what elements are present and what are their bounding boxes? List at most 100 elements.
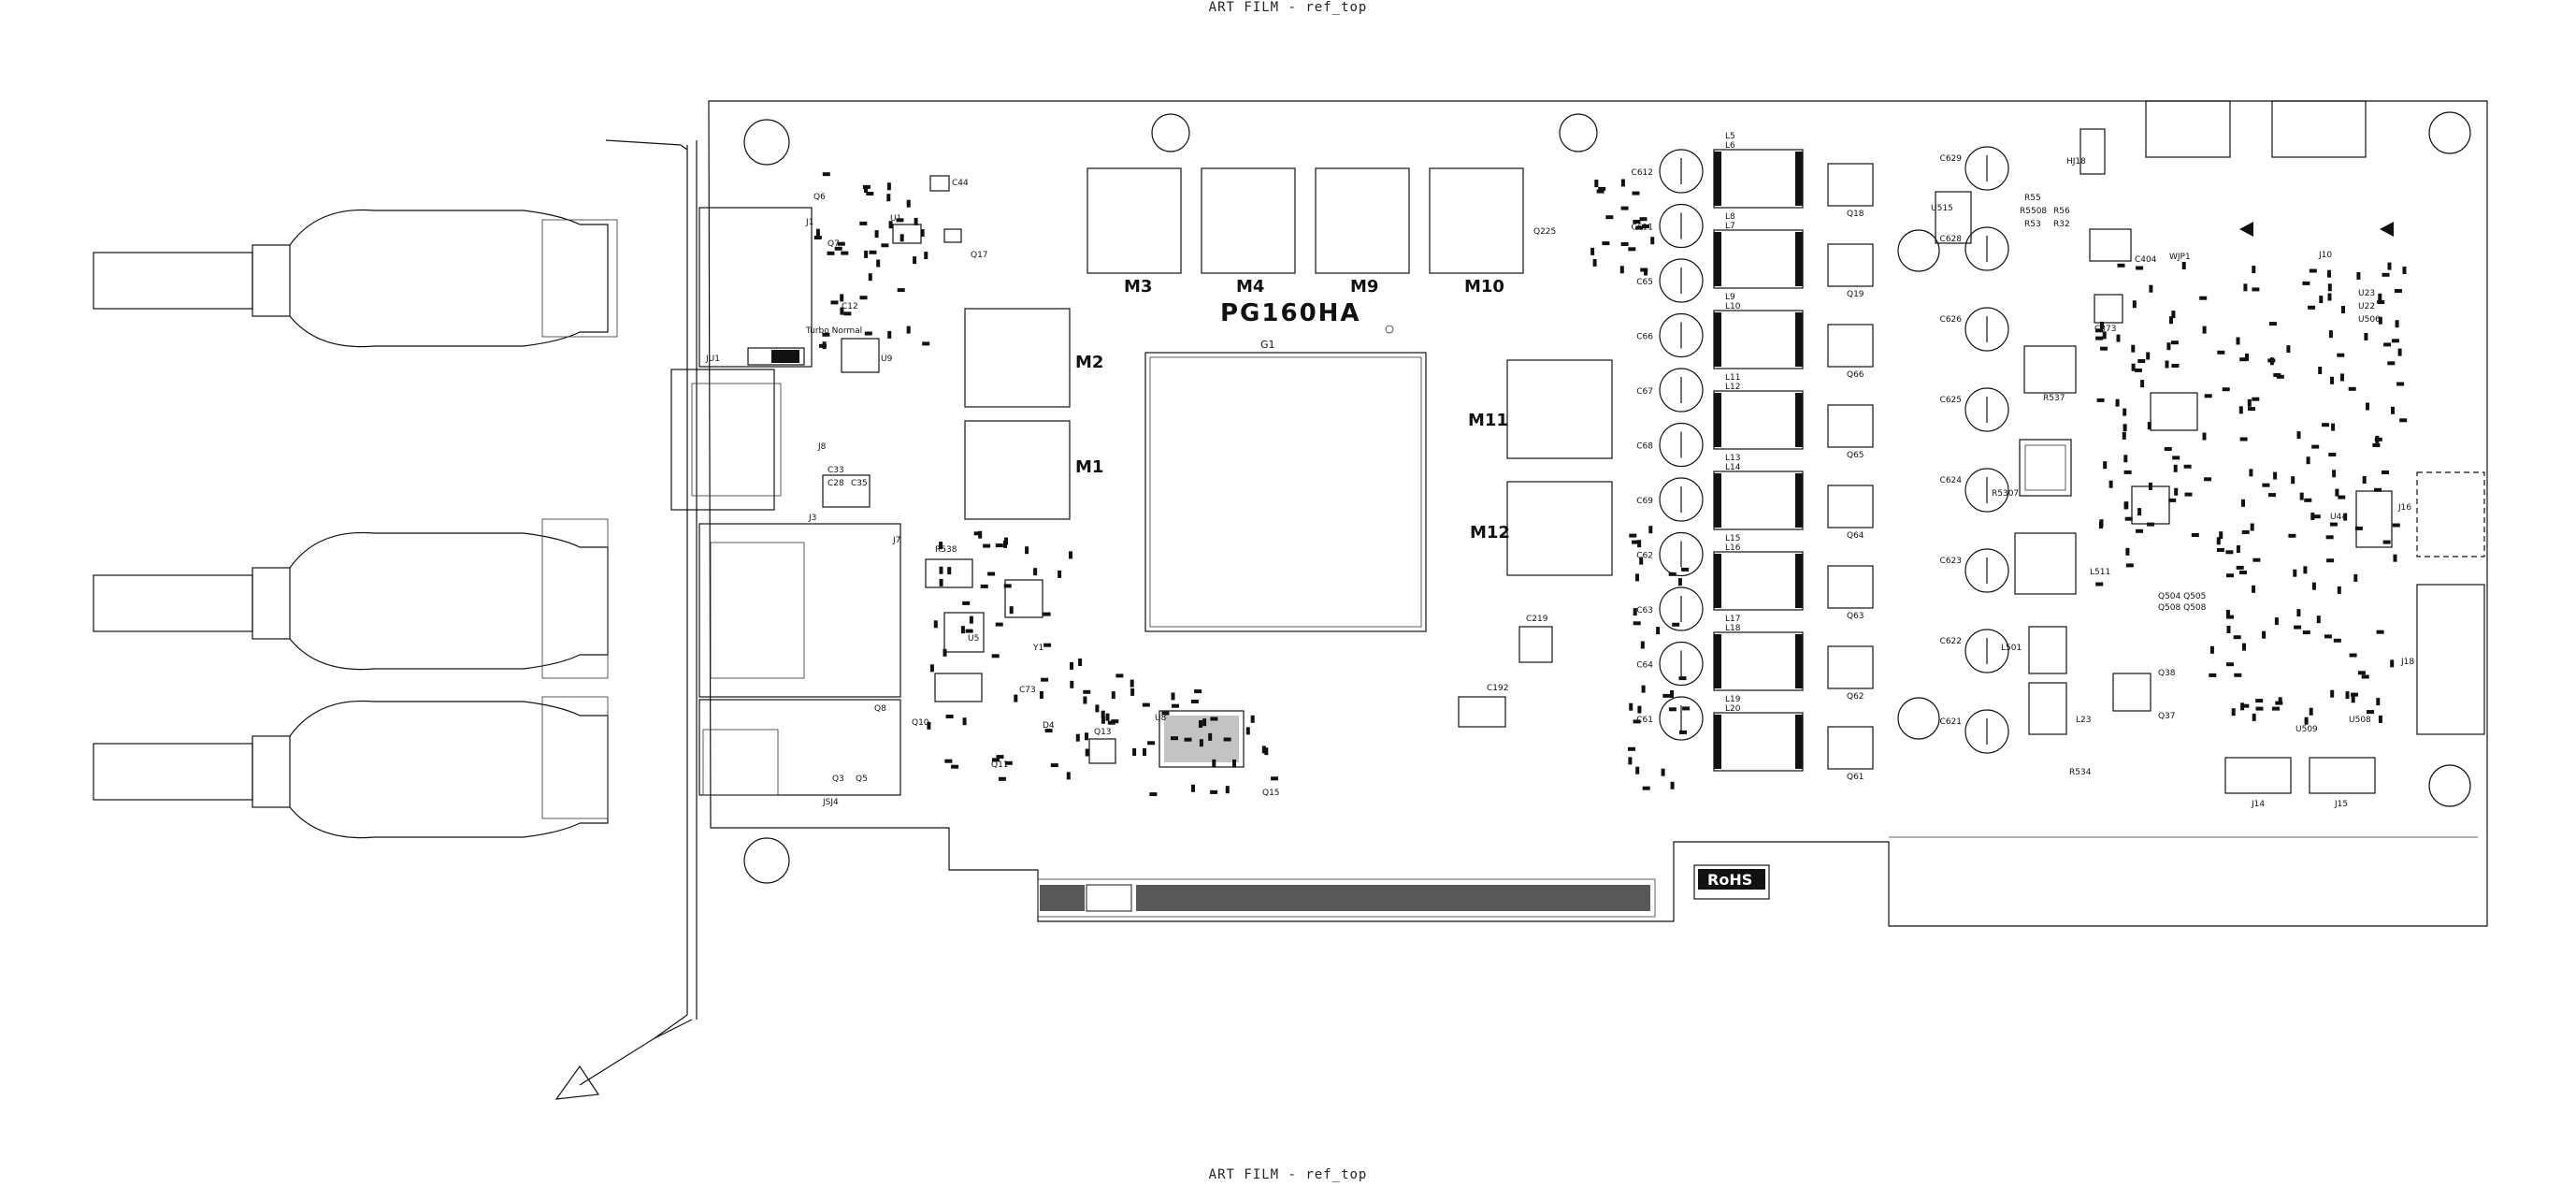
svg-text:U23: U23 [2358,289,2375,298]
smd-pad [2172,456,2180,460]
smd-pad [2353,573,2358,582]
smd-pad [1656,627,1661,635]
gpu-package: PG160HA G1 [1144,299,1427,632]
svg-text:JU1: JU1 [705,355,720,364]
svg-text:R537: R537 [2043,394,2065,403]
smd-pad [2108,480,2113,488]
smd-pad [2100,346,2108,351]
smd-pad [859,296,868,300]
smd-pad [1085,732,1088,741]
inductor-sublabel: L18 [1725,624,1741,633]
smd-pad [2299,492,2304,500]
capacitor: C66 [1636,312,1704,358]
mosfet-label: Q64 [1847,531,1864,541]
smd-pad [922,341,930,346]
inductor-sublabel: L14 [1725,463,1741,472]
smd-pad [1640,641,1645,649]
svg-text:C28: C28 [827,479,844,488]
smd-pad [1043,643,1052,647]
connector-j3: J7 J3 [698,514,901,698]
svg-text:Q37: Q37 [2158,712,2176,721]
smd-pad [2173,464,2178,472]
smd-pad [1069,551,1072,559]
smd-pad [1620,179,1625,187]
smd-pad [2236,545,2240,553]
smd-pad [939,578,943,586]
smd-pad [1672,622,1680,627]
smd-pad [2293,569,2297,577]
smd-pad [2393,554,2397,562]
inductor-label: L19 [1725,695,1741,704]
smd-pad [2392,523,2400,528]
smd-pad [906,199,911,208]
svg-text:Q225: Q225 [1533,227,1556,237]
smd-pad [866,192,874,195]
smd-pad [2102,331,2107,340]
smd-pad [2252,287,2260,292]
inductor-label: L17 [1725,615,1740,624]
smd-pad [2233,635,2241,640]
smd-pad [840,294,844,302]
capacitor-label: C63 [1636,606,1653,615]
smd-pad [2356,271,2361,280]
smd-pad [2255,699,2264,703]
smd-pad [2328,330,2333,339]
smd-pad [837,241,845,246]
smd-pad [1014,694,1018,702]
capacitor: C629 [1940,146,2009,191]
smd-pad [869,250,877,254]
smd-pad [2117,263,2125,268]
smd-pad [2137,508,2142,516]
smd-pad [1250,715,1255,723]
smd-pad [2255,706,2264,711]
smd-pad [944,759,953,763]
mosfet: Q19 [1827,243,1874,299]
smd-pad [2226,662,2234,667]
smd-pad [2397,348,2402,356]
svg-text:Q13: Q13 [1094,728,1112,737]
io-bracket [554,139,698,1100]
smd-pad [2171,311,2176,319]
smd-pad [840,307,844,315]
smd-pad [2327,269,2331,278]
smd-pad [2217,350,2225,355]
smd-pad [2341,306,2345,313]
smd-pad [914,217,918,225]
smd-pad [1596,189,1605,194]
connector-j16: J16 [2397,471,2485,557]
smd-pad [1101,716,1105,724]
ic-u44: U44 [2330,490,2393,548]
svg-text:J1: J1 [805,218,813,227]
svg-text:C44: C44 [952,179,969,188]
smd-pad [1661,768,1665,776]
smd-pad [2132,300,2137,309]
capacitor: C68 [1636,422,1704,468]
right-labels: U23 U22 U506 [2358,289,2381,325]
svg-text:WJP1: WJP1 [2169,253,2191,262]
smd-pad [927,721,931,730]
smd-pad [2123,470,2132,474]
smd-pad [1642,224,1649,228]
smd-pad [2095,336,2104,340]
cable-top [93,209,618,348]
capacitor-label: C68 [1636,442,1653,452]
mosfet-label: Q62 [1847,692,1864,702]
smd-pad [2288,533,2296,538]
smd-pad [1629,533,1637,538]
smd-pad [822,332,830,337]
smd-pad [1132,748,1137,756]
smd-pad [1115,673,1124,678]
svg-text:C12: C12 [842,302,858,311]
smd-pad [1678,676,1687,681]
smd-pad [2351,692,2358,697]
smd-pad [1043,612,1051,616]
smd-pad [1009,606,1014,615]
smd-pad [2382,540,2391,544]
svg-text:J18: J18 [2400,658,2414,667]
svg-text:Turbo Normal: Turbo Normal [805,326,862,336]
smd-pad [2166,342,2171,351]
svg-text:Q10: Q10 [912,718,929,728]
capacitor-label: C67 [1636,387,1653,397]
film-header-bottom: ART FILM - ref_top [1208,1167,1368,1182]
